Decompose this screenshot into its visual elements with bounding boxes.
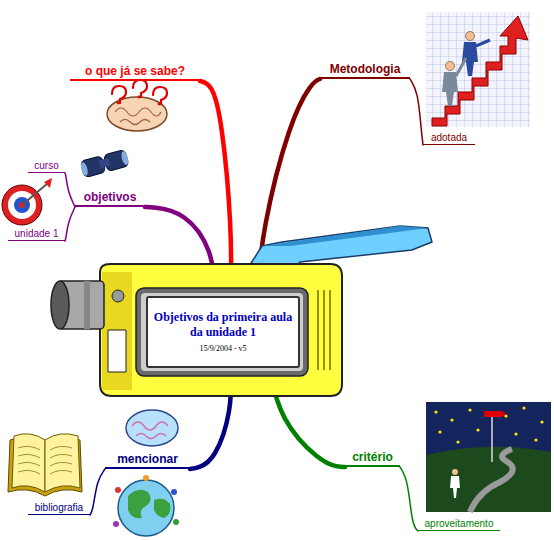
branch-connector xyxy=(90,469,105,515)
globe xyxy=(118,480,174,536)
binocular-lens xyxy=(80,161,89,176)
person-head xyxy=(452,469,458,475)
camcorder-clipart xyxy=(51,226,432,396)
ideas-clipart xyxy=(126,410,178,446)
brain-folds xyxy=(115,108,161,125)
topic-text: bibliografia xyxy=(30,501,88,514)
lens-ring xyxy=(84,281,90,329)
book-lines xyxy=(18,446,72,474)
branch-topic: mencionar xyxy=(105,451,190,469)
binoculars-clipart xyxy=(79,149,130,178)
brain-shape xyxy=(107,97,167,131)
question-dot xyxy=(158,103,161,106)
dart-fletching xyxy=(44,178,52,188)
star xyxy=(534,438,537,441)
person-body xyxy=(450,476,460,498)
subtopic: adotada xyxy=(423,131,475,145)
lens-glass xyxy=(51,281,69,329)
branch-connector xyxy=(400,467,418,531)
night-road-clipart xyxy=(426,402,551,512)
screen-inner xyxy=(141,293,303,371)
topic-text: adotada xyxy=(425,131,473,144)
growth-clipart xyxy=(426,12,530,127)
globe-clipart xyxy=(113,475,179,536)
subtopic: curso xyxy=(28,159,65,173)
person-head xyxy=(466,32,475,41)
globe-person xyxy=(173,519,179,525)
branch-topic: critério xyxy=(345,449,400,467)
star xyxy=(504,414,507,417)
globe-person xyxy=(143,475,149,481)
star xyxy=(468,408,471,411)
thinking-brain-clipart xyxy=(107,80,167,131)
star xyxy=(438,430,441,433)
star xyxy=(540,420,543,423)
person-body xyxy=(442,72,458,106)
star xyxy=(514,432,517,435)
brain-shape xyxy=(126,410,178,446)
handle-strip xyxy=(262,226,428,246)
brain-folds xyxy=(132,422,168,439)
topic-text: o que já se sabe? xyxy=(72,63,198,79)
star xyxy=(434,410,437,413)
branch-connector xyxy=(65,207,75,241)
star xyxy=(456,440,459,443)
branch-connector xyxy=(65,173,75,207)
question-mark-symbol xyxy=(133,80,147,97)
stars xyxy=(434,406,543,443)
subtopic: aproveitamento xyxy=(418,517,500,531)
subtopic: unidade 1 xyxy=(8,227,65,241)
binocular-lens xyxy=(120,151,129,166)
star xyxy=(476,428,479,431)
topic-text: mencionar xyxy=(107,451,188,467)
topic-text: objetivos xyxy=(77,189,143,205)
globe-person xyxy=(171,489,177,495)
topic-text: critério xyxy=(347,449,398,465)
branch-topic: Metodologia xyxy=(320,61,410,79)
camcorder-body xyxy=(100,264,342,396)
chart-grid xyxy=(426,12,530,127)
question-mark-symbol xyxy=(112,86,126,103)
topic-text: unidade 1 xyxy=(10,227,63,240)
dart-shaft xyxy=(22,183,48,205)
branch-topic: objetivos xyxy=(75,189,145,207)
body-button xyxy=(112,290,124,302)
topic-text: curso xyxy=(30,159,63,172)
binocular-bridge xyxy=(99,158,111,168)
chart-background xyxy=(426,12,530,127)
topic-text: Metodologia xyxy=(322,61,408,77)
ground xyxy=(426,447,551,512)
date-version-text: 15/9/2004 - v5 xyxy=(199,343,246,355)
subtopic: bibliografia xyxy=(28,501,90,515)
body-band xyxy=(102,272,132,390)
globe-person xyxy=(113,521,119,527)
body-vents xyxy=(318,290,330,370)
star xyxy=(450,418,453,421)
branch-connector xyxy=(410,79,423,145)
globe-person xyxy=(115,487,121,493)
signpost xyxy=(491,414,493,462)
globe-land xyxy=(128,490,170,519)
topic-text: Objetivos da primeira aula da unidade 1 xyxy=(152,310,294,340)
screen-frame xyxy=(136,288,308,376)
book-clipart xyxy=(8,434,82,496)
body-bracket xyxy=(108,330,126,372)
person-arm xyxy=(456,58,466,76)
stair-arrow xyxy=(432,16,528,126)
star xyxy=(522,406,525,409)
sign-arrow xyxy=(484,411,506,417)
night-sky xyxy=(426,402,551,512)
target-clipart xyxy=(2,178,52,225)
question-dot xyxy=(138,96,141,99)
question-mark-symbol xyxy=(153,87,167,104)
person-head xyxy=(446,62,455,71)
branch-topic: o que já se sabe? xyxy=(70,63,200,81)
topic-text: aproveitamento xyxy=(420,517,498,530)
person-arm xyxy=(476,40,490,46)
central-topic-box: Objetivos da primeira aula da unidade 1 1… xyxy=(146,296,300,368)
question-dot xyxy=(117,102,120,105)
